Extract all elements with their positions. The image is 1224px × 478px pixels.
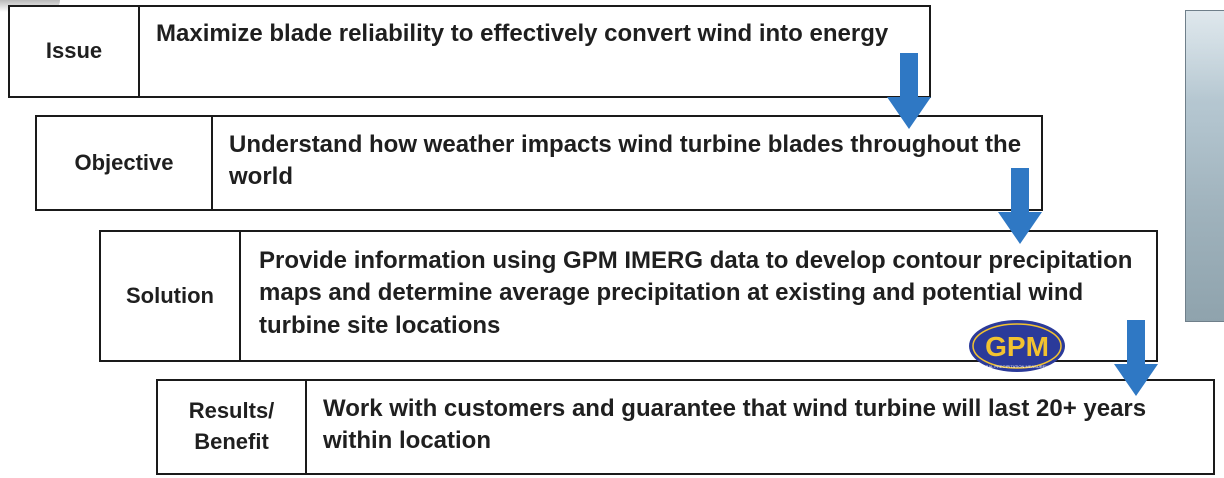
solution-text: Provide information using GPM IMERG data…	[259, 247, 1133, 339]
arrow-down-icon	[998, 168, 1042, 244]
gpm-logo-text: GPM	[985, 331, 1049, 362]
gpm-logo: GPM GLOBAL PRECIPITATION MEASUREMENT	[969, 320, 1065, 372]
objective-label: Objective	[37, 117, 213, 209]
arrow-down-icon	[1114, 320, 1158, 396]
results-row: Results/ Benefit Work with customers and…	[156, 379, 1215, 475]
issue-text: Maximize blade reliability to effectivel…	[156, 20, 889, 47]
results-text: Work with customers and guarantee that w…	[323, 395, 1147, 455]
objective-text: Understand how weather impacts wind turb…	[229, 131, 1022, 191]
solution-label: Solution	[101, 232, 241, 360]
wind-turbine-photo	[1185, 10, 1224, 322]
arrow-down-icon	[887, 53, 931, 129]
results-label: Results/ Benefit	[158, 381, 307, 473]
gpm-logo-subtext: GLOBAL PRECIPITATION MEASUREMENT	[977, 364, 1057, 369]
issue-row: Issue Maximize blade reliability to effe…	[8, 5, 931, 98]
objective-row: Objective Understand how weather impacts…	[35, 115, 1043, 211]
issue-label: Issue	[10, 7, 140, 96]
